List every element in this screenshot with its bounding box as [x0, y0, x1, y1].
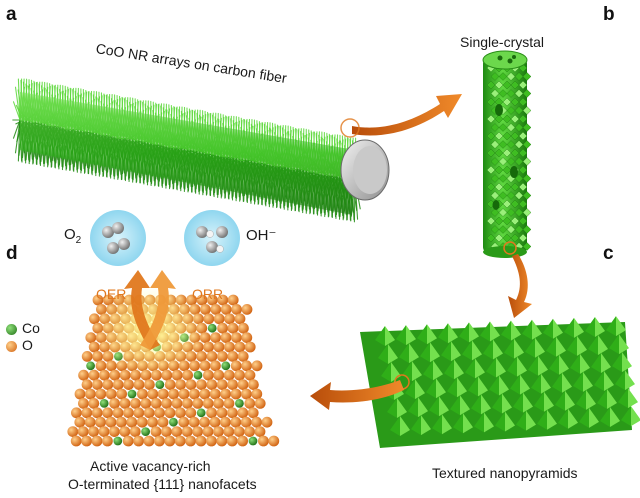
- nanorod-fiber: [12, 78, 390, 223]
- single-crystal-rod: [482, 50, 532, 258]
- panel-d-caption-line1: Active vacancy-rich: [90, 458, 211, 474]
- o2-species-label: O2: [64, 226, 81, 246]
- panel-label-d: d: [6, 243, 18, 264]
- arrow-b-to-c: [508, 254, 532, 318]
- oer-arrow: [124, 270, 160, 350]
- panel-label-c: c: [603, 243, 614, 264]
- o2-subscript: 2: [75, 235, 82, 246]
- legend-o-label: O: [22, 337, 33, 353]
- legend-co-dot: [6, 324, 17, 335]
- oh-bubble: [184, 210, 240, 266]
- orr-label: ORR: [192, 286, 224, 302]
- panel-c-caption: Textured nanopyramids: [432, 465, 578, 481]
- oer-label: OER: [96, 286, 127, 302]
- o2-bubble: [90, 210, 146, 266]
- nanopyramid-surface: [360, 316, 640, 448]
- arrow-c-to-d: [310, 380, 404, 410]
- panel-d-caption-line2: O-terminated {111} nanofacets: [68, 476, 257, 492]
- legend-co-label: Co: [22, 320, 40, 336]
- legend-o-dot: [6, 341, 17, 352]
- orr-arrow: [140, 270, 176, 350]
- atomic-crystal-facet: [67, 285, 280, 447]
- panel-b-title: Single-crystal: [460, 34, 545, 50]
- oh-species-label: OH⁻: [246, 227, 277, 244]
- o2-species-text: O: [64, 226, 76, 243]
- arrow-a-to-b: [352, 94, 462, 136]
- panel-label-a: a: [6, 4, 17, 25]
- panel-label-b: b: [603, 4, 615, 25]
